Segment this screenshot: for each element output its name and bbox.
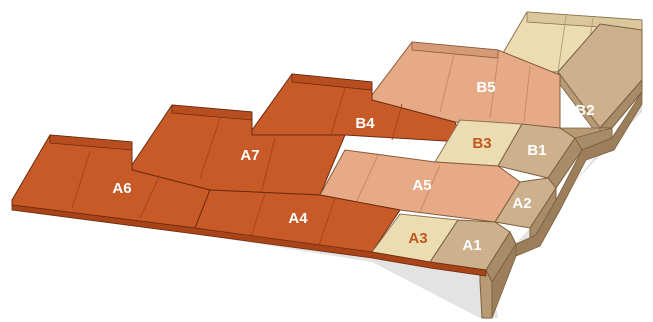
label-a7: A7 [240,147,259,164]
label-a1: A1 [462,237,481,254]
label-a6: A6 [112,180,131,197]
label-b5: B5 [476,79,495,96]
label-a2: A2 [512,195,531,212]
label-b2: B2 [575,102,594,119]
label-a4: A4 [288,210,308,227]
label-a5: A5 [412,177,431,194]
label-a3: A3 [408,230,427,247]
label-b3: B3 [472,135,491,152]
label-b1: B1 [527,142,546,159]
label-b4: B4 [355,115,375,132]
